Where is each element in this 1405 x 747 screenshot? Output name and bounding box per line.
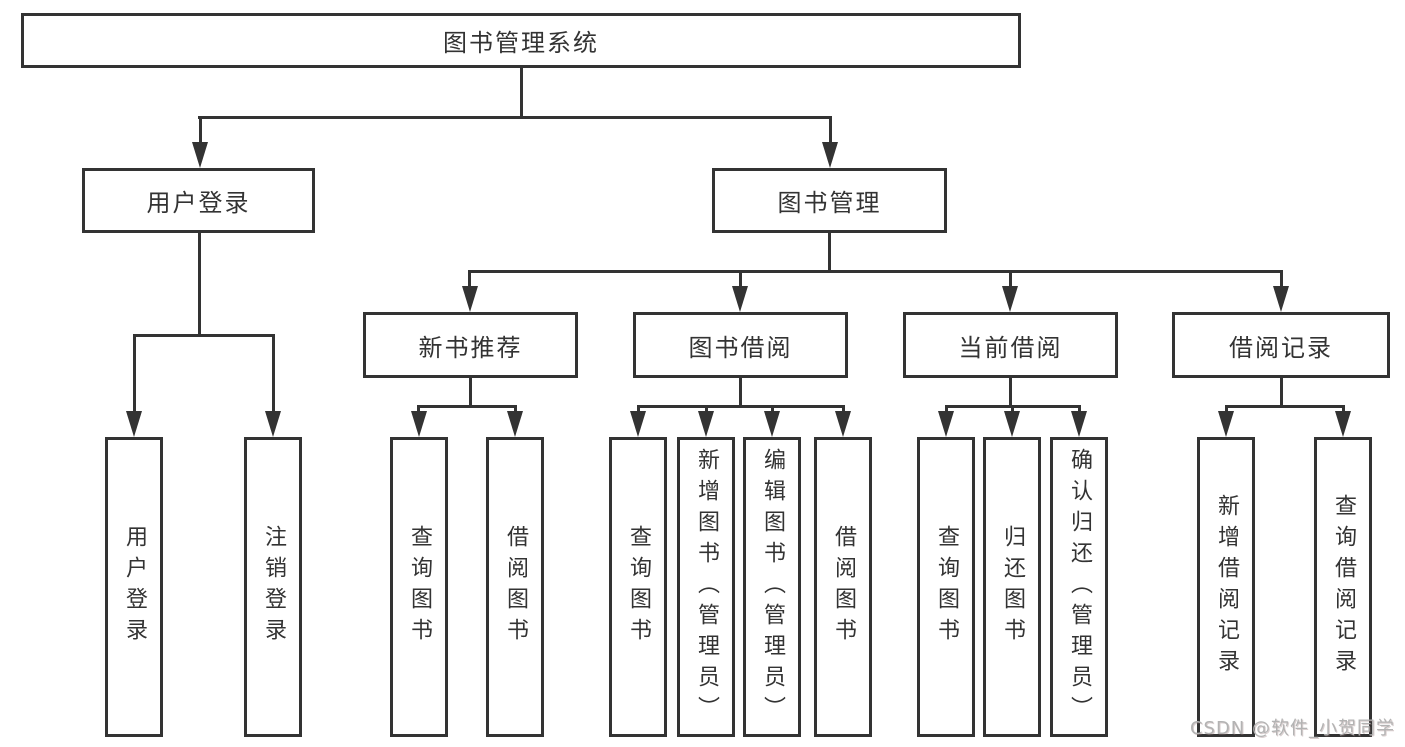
leaf-borrow-edit-book-admin: 编辑图书（管理员） [743,437,801,737]
connector-borrow-record-stem [1280,378,1283,407]
arrow-down-bb-borrow [835,411,851,437]
connector-user-login-stem [198,233,201,336]
connector-new-book-rail [417,405,517,408]
leaf-user-login-label: 用户登录 [122,525,147,649]
arrow-down-nb-query [411,411,427,437]
node-current-borrow-label: 当前借阅 [958,333,1063,362]
arrow-down-cb-confirm [1071,411,1087,437]
node-book-borrow: 图书借阅 [633,312,848,378]
leaf-newbook-query-book-label: 查询图书 [407,525,432,649]
arrow-down-user-login [192,142,208,168]
leaf-record-add-borrow-record: 新增借阅记录 [1197,437,1255,737]
connector-drop-cb-query [945,405,948,415]
node-borrow-record-label: 借阅记录 [1229,333,1333,362]
node-new-book-recommend-label: 新书推荐 [418,333,523,362]
leaf-newbook-borrow-book-label: 借阅图书 [503,525,528,649]
leaf-current-query-book: 查询图书 [917,437,975,737]
leaf-logout-login-label: 注销登录 [261,525,286,649]
connector-drop-cb-confirm [1078,405,1081,415]
leaf-record-add-borrow-record-label: 新增借阅记录 [1214,494,1239,680]
node-new-book-recommend: 新书推荐 [363,312,578,378]
arrow-down-borrow-record [1273,286,1289,312]
arrow-down-br-add [1218,411,1234,437]
node-book-management-label: 图书管理 [777,189,882,217]
connector-borrow-record-rail [1225,405,1344,408]
node-root-label: 图书管理系统 [443,29,599,57]
leaf-record-query-borrow-record: 查询借阅记录 [1314,437,1372,737]
arrow-down-new-book [462,286,478,312]
arrow-down-book-management [822,142,838,168]
connector-root-stem [520,66,523,118]
connector-drop-book-management [829,116,832,146]
node-book-management: 图书管理 [712,168,947,233]
connector-drop-bb-borrow [842,405,845,415]
connector-drop-current-borrow [1009,270,1012,288]
connector-book-management-stem [828,233,831,273]
arrow-down-bb-edit [764,411,780,437]
connector-book-borrow-rail [637,405,845,408]
arrow-down-cb-query [938,411,954,437]
leaf-borrow-borrow-book-label: 借阅图书 [831,525,856,649]
arrow-down-nb-borrow [507,411,523,437]
leaf-borrow-borrow-book: 借阅图书 [814,437,872,737]
connector-drop-leaf-user-login [133,334,136,413]
arrow-down-br-query [1335,411,1351,437]
leaf-borrow-add-book-admin: 新增图书（管理员） [677,437,735,737]
connector-drop-nb-query [417,405,420,415]
leaf-current-query-book-label: 查询图书 [934,525,959,649]
arrow-down-bb-add [698,411,714,437]
leaf-newbook-borrow-book: 借阅图书 [486,437,544,737]
connector-drop-book-borrow [739,270,742,288]
connector-new-book-stem [469,378,472,407]
arrow-down-book-borrow [732,286,748,312]
arrow-down-current-borrow [1002,286,1018,312]
node-current-borrow: 当前借阅 [903,312,1118,378]
leaf-current-return-book-label: 归还图书 [1000,525,1025,649]
connector-drop-leaf-logout [272,334,275,413]
arrow-down-cb-return [1004,411,1020,437]
connector-drop-bb-edit [771,405,774,415]
leaf-borrow-query-book-label: 查询图书 [626,525,651,649]
node-borrow-record: 借阅记录 [1172,312,1390,378]
watermark: CSDN @软件_小贺同学 [1189,718,1395,739]
leaf-newbook-query-book: 查询图书 [390,437,448,737]
connector-book-management-rail [468,270,1283,273]
leaf-borrow-add-book-admin-label: 新增图书（管理员） [694,447,719,727]
connector-drop-user-login [199,116,202,146]
connector-drop-new-book [468,270,471,288]
node-root-system: 图书管理系统 [21,13,1021,68]
connector-book-borrow-stem [739,378,742,407]
connector-drop-cb-return [1011,405,1014,415]
connector-current-borrow-stem [1009,378,1012,407]
leaf-current-confirm-return-admin-label: 确认归还（管理员） [1067,447,1092,727]
leaf-record-query-borrow-record-label: 查询借阅记录 [1331,494,1356,680]
connector-root-rail [198,116,832,119]
leaf-logout-login: 注销登录 [244,437,302,737]
arrow-down-bb-query [630,411,646,437]
connector-drop-br-query [1342,405,1345,415]
connector-user-login-rail [133,334,275,337]
connector-drop-nb-borrow [514,405,517,415]
leaf-current-return-book: 归还图书 [983,437,1041,737]
leaf-borrow-query-book: 查询图书 [609,437,667,737]
connector-drop-bb-query [637,405,640,415]
leaf-user-login: 用户登录 [105,437,163,737]
node-user-login-label: 用户登录 [146,189,251,217]
node-book-borrow-label: 图书借阅 [688,333,793,362]
arrow-down-leaf-logout [265,411,281,437]
leaf-borrow-edit-book-admin-label: 编辑图书（管理员） [760,447,785,727]
node-user-login: 用户登录 [82,168,315,233]
leaf-current-confirm-return-admin: 确认归还（管理员） [1050,437,1108,737]
connector-drop-bb-add [705,405,708,415]
connector-drop-borrow-record [1280,270,1283,288]
connector-drop-br-add [1225,405,1228,415]
arrow-down-leaf-user-login [126,411,142,437]
